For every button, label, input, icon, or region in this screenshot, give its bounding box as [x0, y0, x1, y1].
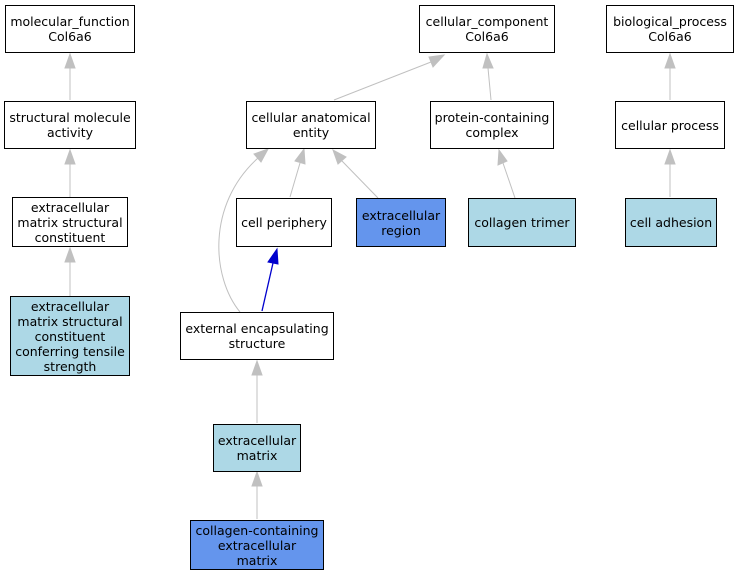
node-label: protein-containing complex [434, 110, 550, 140]
arrowhead [267, 247, 279, 265]
arrowhead [64, 148, 76, 165]
node-label: collagen-containing extracellular matrix [195, 522, 319, 568]
edge-external-encapsulating-structure-to-cell-periphery [261, 262, 274, 312]
node-protein-containing-complex[interactable]: protein-containing complex [430, 101, 554, 149]
node-extracellular-region[interactable]: extracellular region [356, 198, 446, 247]
arrowhead [497, 148, 508, 166]
node-biological-process[interactable]: biological_process Col6a6 [606, 5, 734, 53]
edge-extracellular-region-to-cellular-anatomical-entity [341, 160, 379, 199]
node-ecm-structural-constituent[interactable]: extracellular matrix structural constitu… [12, 197, 128, 247]
node-collagen-containing-extracellular-matrix[interactable]: collagen-containing extracellular matrix [190, 520, 324, 570]
edge-cell-periphery-to-cellular-anatomical-entity [289, 162, 301, 198]
node-label: extracellular matrix [217, 433, 297, 463]
node-label: collagen trimer [474, 215, 570, 230]
arrowhead [294, 147, 306, 165]
node-cell-periphery[interactable]: cell periphery [236, 198, 332, 247]
node-extracellular-matrix[interactable]: extracellular matrix [213, 424, 301, 472]
node-label: cellular anatomical entity [251, 110, 371, 140]
node-external-encapsulating-structure[interactable]: external encapsulating structure [180, 312, 334, 360]
node-label: external encapsulating structure [185, 321, 329, 351]
node-collagen-trimer[interactable]: collagen trimer [468, 198, 576, 247]
node-label: cellular_component Col6a6 [425, 14, 549, 44]
node-ecm-structural-constituent-conferring-tensile-strength[interactable]: extracellular matrix structural constitu… [10, 296, 130, 376]
node-label: molecular_function Col6a6 [10, 14, 130, 44]
node-structural-molecule-activity[interactable]: structural molecule activity [4, 101, 136, 149]
edge-collagen-trimer-to-protein-containing-complex [502, 162, 516, 199]
node-cellular-component[interactable]: cellular_component Col6a6 [419, 5, 555, 53]
node-cell-adhesion[interactable]: cell adhesion [625, 198, 717, 247]
arrowhead [251, 359, 263, 376]
node-molecular-function[interactable]: molecular_function Col6a6 [5, 5, 135, 53]
node-label: cell adhesion [629, 215, 713, 230]
arrowhead [482, 52, 494, 69]
node-label: biological_process Col6a6 [613, 14, 727, 44]
node-label: extracellular region [361, 207, 441, 238]
node-label: cellular process [621, 117, 719, 133]
arrowhead [332, 148, 347, 165]
arrowhead [428, 54, 446, 68]
edge-cellular-anatomical-entity-to-cellular-component [333, 61, 432, 101]
arrowhead [64, 52, 76, 69]
node-label: structural molecule activity [9, 110, 131, 140]
node-label: cell periphery [241, 215, 327, 230]
edge-external-encapsulating-structure-to-cellular-anatomical-entity [218, 157, 259, 313]
arrowhead [253, 148, 270, 163]
node-label: extracellular matrix structural constitu… [17, 199, 123, 245]
edge-protein-containing-complex-to-cellular-component [487, 67, 492, 101]
node-cellular-anatomical-entity[interactable]: cellular anatomical entity [246, 101, 376, 149]
node-label: extracellular matrix structural constitu… [15, 298, 125, 374]
arrowhead [251, 470, 263, 487]
arrowhead [64, 246, 76, 263]
node-cellular-process[interactable]: cellular process [615, 101, 725, 149]
arrowhead [664, 148, 676, 165]
arrowhead [664, 52, 676, 69]
